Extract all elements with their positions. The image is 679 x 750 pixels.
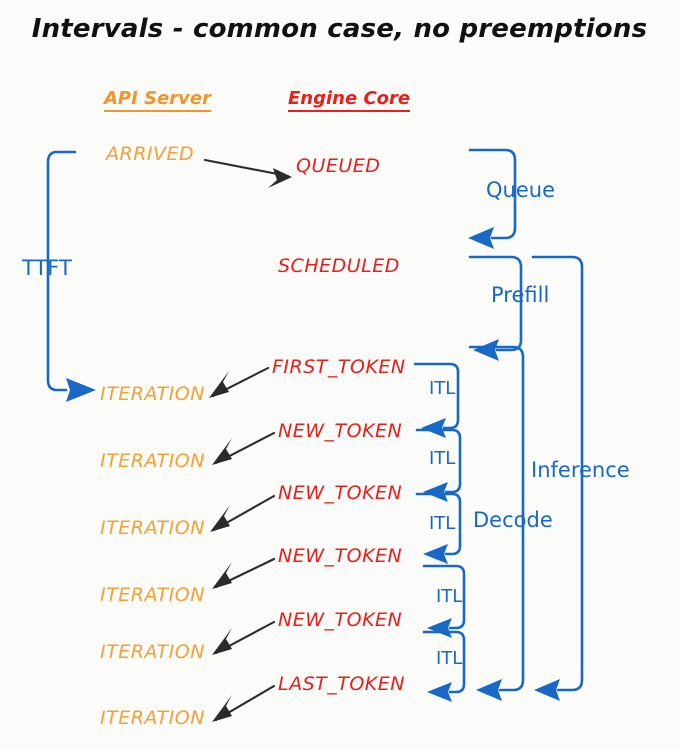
interval-label-itl: ITL	[429, 378, 456, 399]
state-iteration: ITERATION	[100, 383, 205, 405]
interval-label-inference: Inference	[531, 458, 630, 482]
interval-label-queue: Queue	[486, 178, 555, 202]
state-iteration: ITERATION	[100, 707, 205, 729]
state-arrived: ARRIVED	[106, 143, 195, 165]
arrow-new-token-to-iteration-4	[212, 620, 276, 655]
bracket-itl-5	[422, 630, 466, 702]
bracket-queue	[468, 148, 517, 249]
interval-label-itl: ITL	[429, 513, 456, 534]
state-iteration: ITERATION	[100, 517, 205, 539]
arrow-new-token-to-iteration-3	[212, 557, 276, 589]
bracket-itl-1	[413, 362, 460, 438]
state-scheduled: SCHEDULED	[278, 255, 400, 277]
interval-label-itl: ITL	[436, 586, 463, 607]
page-title: Intervals - common case, no preemptions	[31, 14, 648, 44]
state-new-token: NEW_TOKEN	[278, 420, 403, 442]
bracket-prefill	[468, 255, 523, 361]
state-new-token: NEW_TOKEN	[278, 482, 403, 504]
arrow-arrived-to-queued	[203, 158, 292, 188]
state-new-token: NEW_TOKEN	[278, 545, 403, 567]
bracket-itl-2	[415, 428, 462, 502]
state-iteration: ITERATION	[100, 584, 205, 606]
interval-label-decode: Decode	[473, 508, 553, 532]
arrow-new-token-to-iteration-1	[212, 431, 276, 465]
interval-label-ttft: TTFT	[22, 256, 72, 280]
column-header-api-server: API Server	[104, 90, 211, 112]
interval-label-itl: ITL	[436, 648, 463, 669]
state-queued: QUEUED	[296, 155, 381, 177]
arrow-last-token-to-iteration	[212, 684, 276, 722]
state-last-token: LAST_TOKEN	[278, 673, 405, 695]
interval-label-itl: ITL	[429, 448, 456, 469]
bracket-ttft	[46, 150, 96, 402]
arrow-first-token-to-iteration	[209, 366, 270, 398]
state-new-token: NEW_TOKEN	[278, 609, 403, 631]
column-header-engine-core: Engine Core	[288, 90, 411, 112]
bracket-itl-3	[415, 492, 462, 564]
state-first-token: FIRST_TOKEN	[272, 356, 406, 378]
bracket-inference	[531, 255, 584, 701]
bracket-decode	[468, 345, 525, 701]
state-iteration: ITERATION	[100, 641, 205, 663]
interval-label-prefill: Prefill	[491, 283, 550, 307]
state-iteration: ITERATION	[100, 450, 205, 472]
arrow-new-token-to-iteration-2	[210, 494, 276, 532]
